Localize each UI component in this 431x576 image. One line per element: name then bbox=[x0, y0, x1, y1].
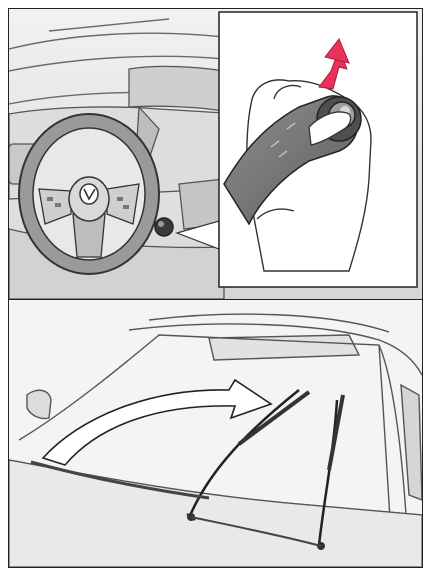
steering-wheel bbox=[19, 114, 159, 274]
lever-inset bbox=[219, 12, 417, 287]
windshield-illustration bbox=[9, 300, 422, 567]
column-lever bbox=[155, 218, 173, 236]
steering-wheel-panel bbox=[9, 9, 422, 299]
figure-frame bbox=[8, 8, 423, 568]
windshield-panel bbox=[9, 300, 422, 567]
dashboard-illustration bbox=[9, 9, 422, 299]
